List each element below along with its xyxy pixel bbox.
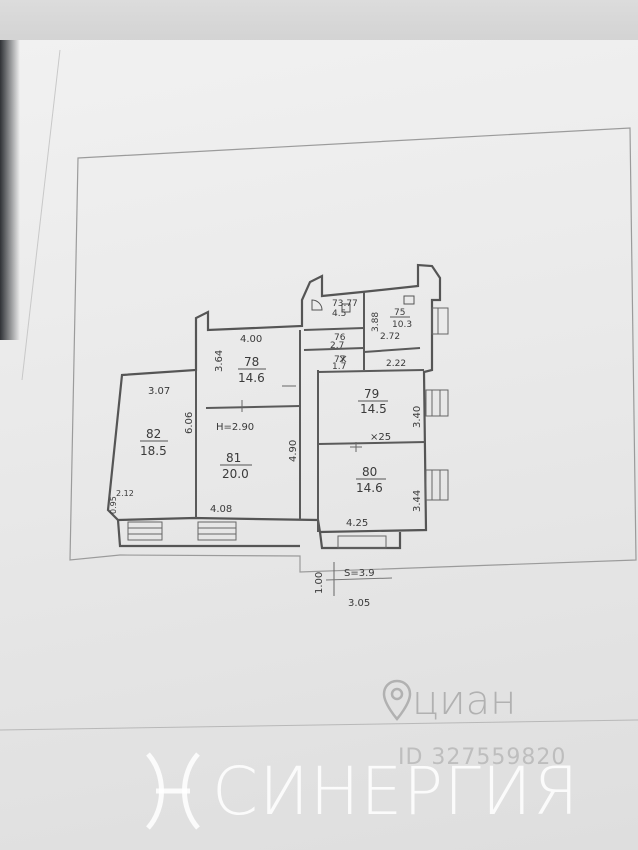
dimension-label: 4.90 <box>288 440 299 462</box>
room-area: 2.7 <box>330 341 344 351</box>
dimension-label: 3.64 <box>214 350 225 372</box>
dimension-label: 4.00 <box>240 334 262 345</box>
dimension-label: 1.00 <box>314 572 325 594</box>
dimension-label: 2.22 <box>386 359 406 369</box>
cian-watermark: циан <box>382 678 516 724</box>
dimension-label: 2.12 <box>116 489 134 498</box>
drawing-frame <box>69 127 637 573</box>
dimension-label: 4.25 <box>346 518 368 529</box>
room-number: 78 <box>244 355 259 369</box>
room-area: 1.7 <box>332 362 346 372</box>
sheet-fold-line <box>0 719 638 731</box>
desk-shadow <box>0 40 20 340</box>
room-number: 75 <box>394 308 405 318</box>
room-number: 76 <box>334 333 346 343</box>
map-pin-icon <box>382 679 412 721</box>
cian-logo-word: циан <box>412 678 517 724</box>
room-number: 80 <box>362 465 377 479</box>
room-number: 81 <box>226 451 241 465</box>
room-number: 79 <box>364 387 379 401</box>
dimension-label: S=3.9 <box>344 568 375 579</box>
room-number: 73.77 <box>332 299 358 309</box>
room-area: 20.0 <box>222 467 249 481</box>
brand-logo-word: СИНЕРГИЯ <box>212 752 580 830</box>
dimension-label: 3.05 <box>348 598 370 609</box>
dimension-label: 6.06 <box>184 412 195 434</box>
room-labels: 82 18.5 81 20.0 78 14.6 79 14.5 80 14.6 <box>140 355 388 495</box>
dimension-label: H=2.90 <box>216 422 254 433</box>
dimension-label: 3.40 <box>412 406 423 428</box>
room-area: 14.6 <box>356 481 383 495</box>
room-number: 82 <box>146 427 161 441</box>
brand-logo-icon <box>146 752 200 830</box>
brand-watermark: СИНЕРГИЯ <box>142 732 638 850</box>
windows <box>127 307 449 549</box>
dimension-label: 4.08 <box>210 504 232 515</box>
dimension-label: 3.88 <box>371 312 381 332</box>
room-area: 14.6 <box>238 371 265 385</box>
dimension-label: 0.95 <box>109 496 118 514</box>
room-area: 10.3 <box>392 320 412 330</box>
fixtures <box>311 295 415 363</box>
room-number: 77 <box>334 355 345 365</box>
interior-walls <box>195 292 427 532</box>
under-sheet-edge <box>21 49 61 381</box>
dimension-labels: 4.00 3.64 3.07 6.06 H=2.90 4.90 4.08 2.1… <box>109 312 423 609</box>
dimension-label: 3.07 <box>148 386 170 397</box>
room-area: 14.5 <box>360 402 387 416</box>
dimension-label: 3.44 <box>412 490 423 512</box>
listing-id-watermark: ID 327559820 <box>398 745 567 770</box>
small-room-labels: 75 10.3 76 2.7 77 1.7 73.77 4.5 <box>330 299 412 372</box>
dimension-lines <box>241 385 362 452</box>
dimension-label: 2.72 <box>380 332 400 342</box>
room-area: 18.5 <box>140 444 167 458</box>
room-area: 4.5 <box>332 309 346 319</box>
dimension-label: ×25 <box>370 432 391 443</box>
dimension-line <box>325 577 393 581</box>
